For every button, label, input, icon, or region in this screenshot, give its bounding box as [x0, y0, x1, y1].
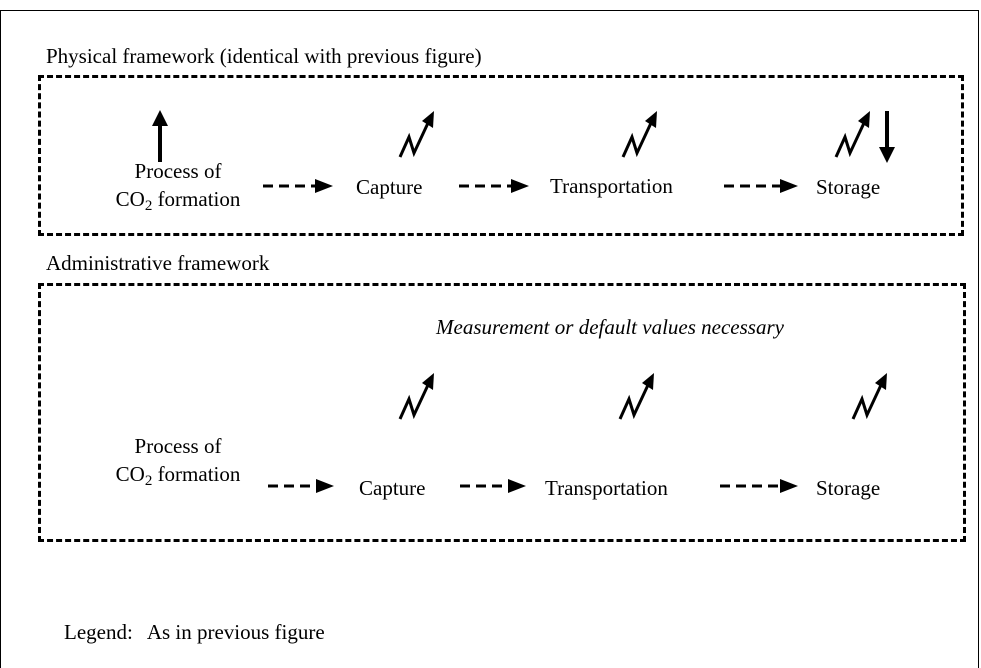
zigzag-arrow-icon [398, 111, 434, 158]
administrative-process-rest: formation [152, 462, 241, 486]
administrative-process-line2: CO2 formation [98, 460, 258, 489]
physical-framework-title: Physical framework (identical with previ… [46, 44, 482, 68]
administrative-process-line1: Process of [134, 434, 222, 458]
physical-process-co: CO [115, 187, 145, 211]
dashed-arrow-icon [268, 479, 334, 493]
administrative-process-label: Process of CO2 formation [98, 432, 258, 489]
dashed-arrow-icon [263, 179, 333, 193]
legend-label: Legend: [64, 620, 133, 644]
administrative-storage-label: Storage [816, 476, 881, 500]
physical-transportation-label: Transportation [550, 174, 673, 198]
dashed-arrow-icon [724, 179, 798, 193]
physical-process-line2: CO2 formation [98, 185, 258, 214]
administrative-framework-title: Administrative framework [46, 251, 270, 275]
administrative-capture-label: Capture [359, 476, 426, 500]
administrative-framework-box [38, 283, 966, 542]
physical-process-sub: 2 [144, 198, 153, 214]
physical-process-label: Process of CO2 formation [98, 157, 258, 214]
zigzag-arrow-icon [618, 373, 654, 420]
legend-text: As in previous figure [146, 620, 325, 644]
up-arrow-icon [152, 110, 168, 162]
dashed-arrow-icon [720, 479, 798, 493]
zigzag-arrow-icon [851, 373, 887, 420]
physical-process-line1: Process of [134, 159, 222, 183]
physical-process-rest: formation [152, 187, 241, 211]
measurement-note: Measurement or default values necessary [436, 315, 784, 339]
administrative-process-sub: 2 [144, 473, 153, 489]
zigzag-arrow-icon [834, 111, 870, 158]
physical-capture-label: Capture [356, 175, 423, 199]
physical-framework-box [38, 75, 964, 236]
physical-storage-label: Storage [816, 175, 881, 199]
administrative-transportation-label: Transportation [545, 476, 668, 500]
dashed-arrow-icon [459, 179, 529, 193]
legend: Legend: As in previous figure [64, 620, 325, 645]
down-arrow-icon [879, 111, 895, 163]
dashed-arrow-icon [460, 479, 526, 493]
figure-frame [0, 10, 979, 668]
zigzag-arrow-icon [398, 373, 434, 420]
zigzag-arrow-icon [621, 111, 657, 158]
administrative-process-co: CO [115, 462, 145, 486]
